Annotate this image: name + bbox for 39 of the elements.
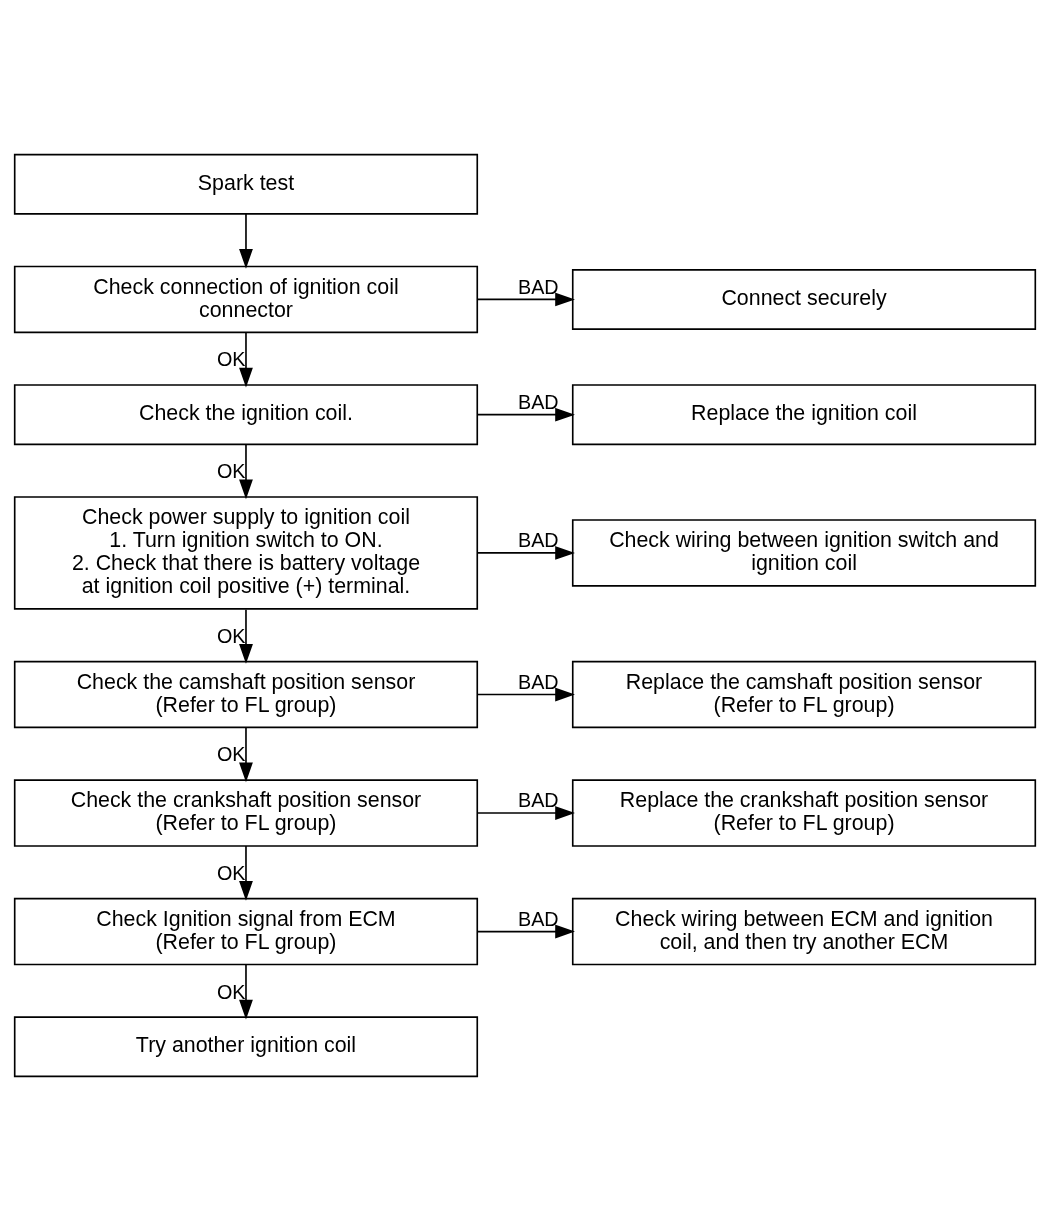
edge-label: OK (216, 861, 246, 884)
arrow (239, 845, 253, 901)
edge-label: BAD (518, 789, 559, 812)
edge-label: BAD (518, 391, 559, 414)
node-box: Check the camshaft position sensor (Refer to FL group) (13, 660, 479, 729)
arrow (476, 924, 575, 939)
edge-label: BAD (518, 275, 559, 298)
edge-label: OK (216, 743, 246, 766)
node-box: Check the ignition coil. (13, 384, 479, 446)
node-box: Check wiring between ECM and ignition coil, and then try another ECM (571, 897, 1037, 966)
node-box: Check connection of ignition coil connector (13, 265, 479, 334)
node-box: Check power supply to ignition coil 1. Turn ignition switch to ON. 2. Check that there is battery voltage at ignition coil positive (+) terminal. (13, 496, 479, 610)
arrow (239, 608, 253, 664)
node-box: Check the crankshaft position sensor (Refer to FL group) (13, 779, 479, 847)
node-box: Connect securely (571, 269, 1037, 330)
arrow (476, 546, 575, 560)
node-box: Try another ignition coil (13, 1016, 479, 1078)
node-box: Replace the crankshaft position sensor (Refer to FL group) (571, 779, 1037, 847)
arrow (476, 687, 575, 702)
edge-label: BAD (518, 529, 559, 552)
node-box: Replace the camshaft position sensor (Refer to FL group) (571, 660, 1037, 729)
arrow (239, 726, 253, 783)
node-box: Replace the ignition coil (571, 384, 1037, 446)
arrow (476, 292, 575, 307)
node-box: Spark test (13, 153, 479, 215)
arrow (239, 331, 253, 388)
node-box: Check Ignition signal from ECM (Refer to FL group) (13, 897, 479, 966)
edge-label: OK (216, 625, 246, 648)
edge-label: BAD (518, 670, 559, 693)
arrow (239, 964, 253, 1020)
arrow (239, 213, 253, 269)
edge-label: OK (216, 348, 246, 371)
edge-label: OK (216, 980, 246, 1003)
edge-label: OK (216, 460, 246, 483)
arrow (476, 806, 575, 820)
arrow (476, 407, 575, 422)
node-box: Check wiring between ignition switch and ignition coil (571, 519, 1037, 587)
edge-label: BAD (518, 907, 559, 930)
arrow (239, 443, 253, 500)
